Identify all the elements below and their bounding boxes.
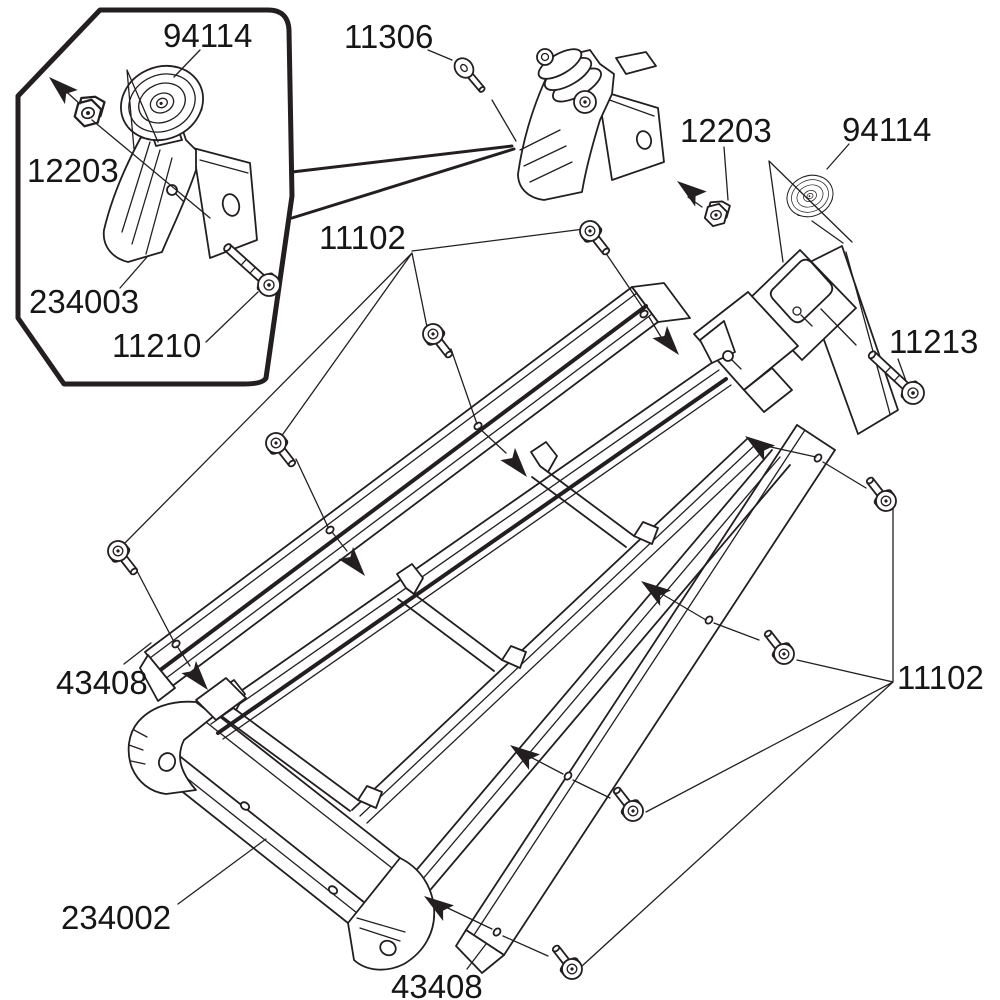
left-extrusion-bar <box>139 282 691 702</box>
direction-arrow-icon <box>338 546 373 583</box>
screw-11102 <box>418 319 460 364</box>
direction-arrow-icon <box>671 173 707 207</box>
inset-screw-11210 <box>217 236 286 302</box>
inset-detail-box <box>15 7 516 387</box>
part-label-11306: 11306 <box>344 18 433 55</box>
part-label-11102-center: 11102 <box>319 219 406 256</box>
step-top <box>530 441 659 548</box>
direction-arrow-icon <box>635 573 672 606</box>
part-label-234003: 234003 <box>29 283 139 320</box>
screw-11102 <box>757 624 799 669</box>
inset-bracket-234003 <box>102 121 258 263</box>
part-label-12203-right: 12203 <box>680 112 772 149</box>
right-extrusion-bar <box>455 424 836 974</box>
leader-lines <box>59 49 907 970</box>
base-frame-right-cap <box>347 857 436 971</box>
ladder-cross-steps <box>218 441 659 812</box>
screw-11102 <box>859 471 901 516</box>
top-bracket-assembly <box>517 48 665 201</box>
direction-arrow-icon <box>42 69 78 105</box>
direction-arrow-icon <box>504 737 541 770</box>
inset-callout-line-lower <box>290 147 516 220</box>
screw-11102 <box>575 216 617 261</box>
right-nut-12203 <box>700 196 735 229</box>
part-labels: 94114 11306 12203 94114 12203 234003 112… <box>27 17 984 1000</box>
inset-callout-line-upper <box>290 144 514 174</box>
ladder-top-bracket <box>693 291 799 391</box>
part-label-11102-right: 11102 <box>897 659 984 696</box>
part-label-94114-right: 94114 <box>842 111 931 148</box>
step-middle <box>396 563 527 672</box>
part-label-43408-left: 43408 <box>56 664 148 701</box>
right-pulley-94114 <box>779 167 841 225</box>
screw-11102 <box>545 939 587 984</box>
part-label-11210: 11210 <box>112 327 201 364</box>
base-frame <box>127 677 436 971</box>
base-frame-left-foot <box>127 700 215 795</box>
screws-11102-right-group <box>545 471 901 984</box>
screw-11102 <box>261 428 303 473</box>
inset-pulley-94114 <box>108 52 216 154</box>
top-mount-cluster <box>693 245 899 435</box>
top-pulley-stack <box>536 48 602 103</box>
part-label-12203-inset: 12203 <box>27 152 119 189</box>
part-label-11213: 11213 <box>889 323 978 360</box>
part-label-94114-inset: 94114 <box>163 17 252 54</box>
screw-11306 <box>449 53 491 98</box>
ladder-frame-rails <box>204 361 791 912</box>
part-label-43408-bottom: 43408 <box>391 968 483 1000</box>
inset-nut-12203 <box>69 91 111 130</box>
part-label-234002: 234002 <box>61 899 171 936</box>
